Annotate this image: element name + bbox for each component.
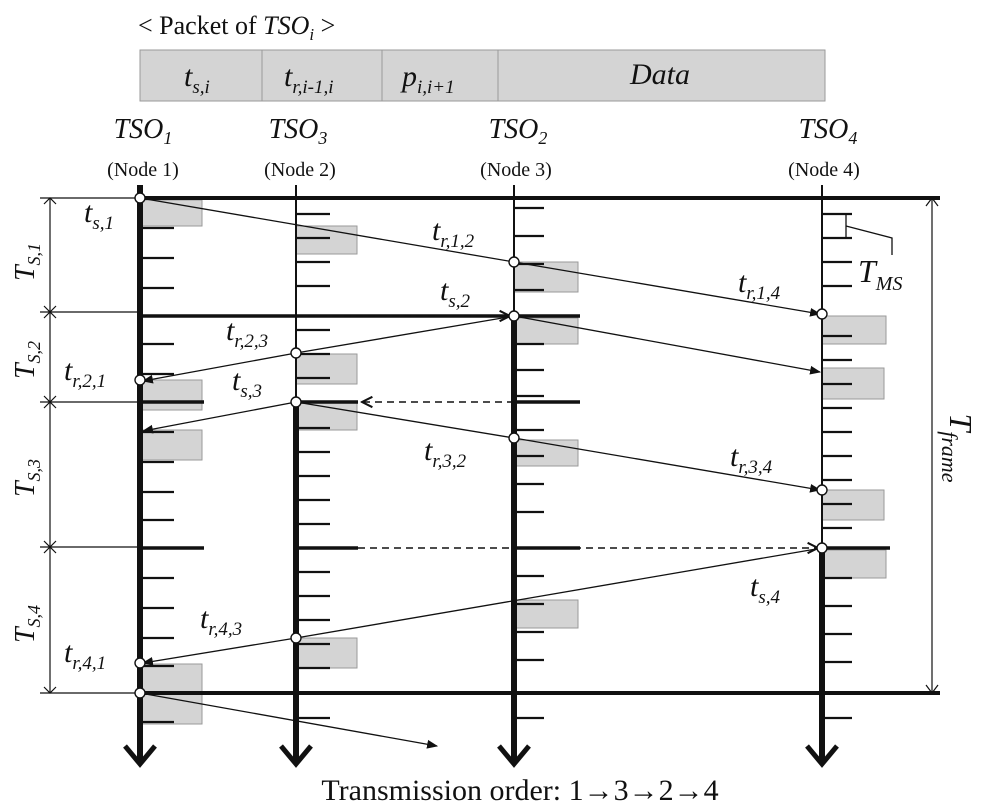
packet-title: < Packet of TSOi > bbox=[138, 11, 335, 44]
event-label: tr,4,3 bbox=[200, 602, 242, 640]
event-dots bbox=[134, 192, 828, 699]
node-tso-label: TSO1 bbox=[114, 114, 173, 148]
slot-label: TS,2 bbox=[10, 341, 44, 379]
node-tso-label: TSO2 bbox=[489, 114, 548, 148]
node-label: (Node 1) bbox=[107, 159, 179, 181]
slot-label: TS,4 bbox=[10, 605, 44, 643]
event-label: tr,3,2 bbox=[424, 434, 467, 472]
event-label: tr,1,4 bbox=[738, 266, 781, 304]
event-label: tr,2,3 bbox=[226, 314, 268, 352]
packet-field-send-time: ts,i bbox=[184, 60, 210, 98]
packet-field-propagation: pi,i+1 bbox=[400, 60, 455, 98]
minislot-label: TMS bbox=[858, 253, 902, 295]
event-labels: ts,1 tr,1,2 tr,1,4 ts,2 tr,2,3 tr,2,1 ts… bbox=[64, 196, 781, 674]
node-tso-label: TSO3 bbox=[269, 114, 328, 148]
frame-label: Tframe bbox=[937, 413, 979, 482]
frame-dimension: Tframe bbox=[925, 197, 979, 694]
node-label: (Node 3) bbox=[480, 159, 552, 181]
slot-label: TS,3 bbox=[10, 459, 44, 497]
packet-fields: ts,i tr,i-1,i pi,i+1 Data bbox=[139, 49, 826, 102]
slot-label: TS,1 bbox=[10, 243, 44, 281]
packet-box bbox=[139, 49, 826, 102]
node-timelines bbox=[123, 185, 839, 768]
node-label: (Node 2) bbox=[264, 159, 336, 181]
event-label: tr,2,1 bbox=[64, 354, 106, 392]
event-label: ts,1 bbox=[84, 196, 114, 234]
packet-field-receive-time: tr,i-1,i bbox=[284, 60, 334, 98]
event-label: ts,3 bbox=[232, 364, 262, 402]
slot-dimension: TS,1 TS,2 TS,3 TS,4 bbox=[10, 197, 57, 694]
event-label: tr,3,4 bbox=[730, 440, 773, 478]
event-label: ts,2 bbox=[440, 274, 470, 312]
minislot-bracket: TMS bbox=[845, 214, 902, 295]
node-headers: TSO1 (Node 1) TSO3 (Node 2) TSO2 (Node 3… bbox=[107, 114, 860, 181]
event-label: ts,4 bbox=[750, 570, 780, 608]
transmission-order-caption: Transmission order: 1→3→2→4 bbox=[321, 774, 718, 807]
event-label: tr,4,1 bbox=[64, 636, 106, 674]
node-label: (Node 4) bbox=[788, 159, 860, 181]
event-label: tr,1,2 bbox=[432, 214, 475, 252]
minislot-ticks bbox=[140, 206, 852, 724]
message-arrows bbox=[139, 197, 823, 749]
node-tso-label: TSO4 bbox=[799, 114, 858, 148]
packet-field-data: Data bbox=[629, 58, 690, 91]
